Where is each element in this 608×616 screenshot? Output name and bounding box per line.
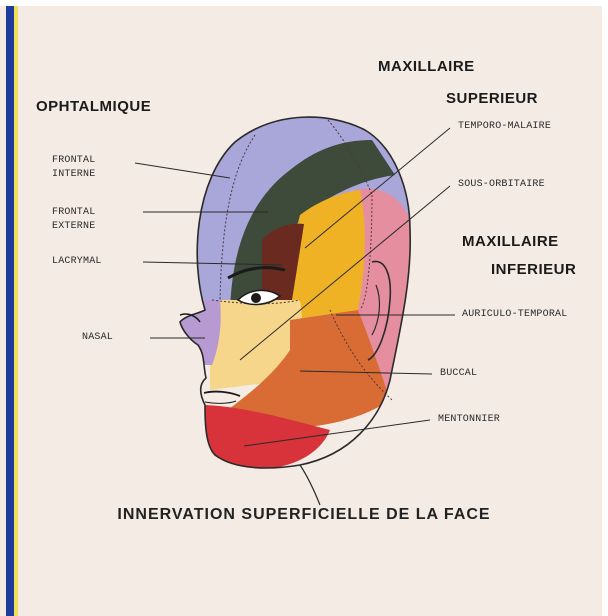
pupil bbox=[251, 293, 261, 303]
mouth bbox=[204, 392, 240, 396]
lower-lip bbox=[205, 401, 236, 403]
neck-line bbox=[300, 465, 320, 505]
diagram-caption: INNERVATION SUPERFICIELLE DE LA FACE bbox=[0, 506, 608, 524]
